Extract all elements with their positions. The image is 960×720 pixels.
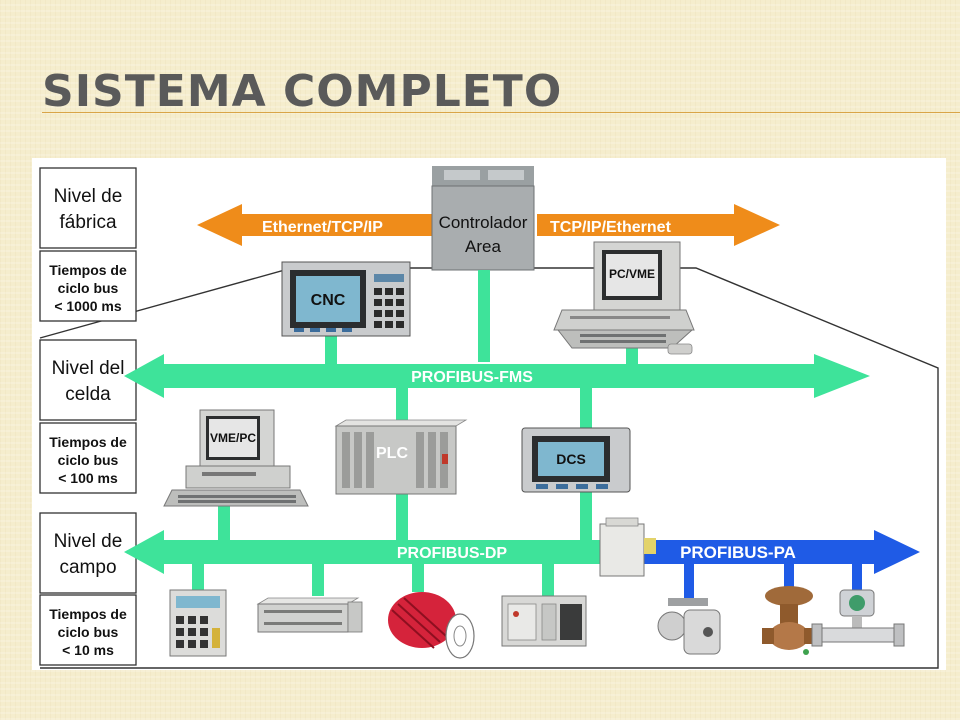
time-celda-1: Tiempos de — [49, 434, 127, 450]
network-diagram: Nivel de fábrica Tiempos de ciclo bus < … — [32, 158, 946, 670]
ethernet-left-label: Ethernet/TCP/IP — [262, 219, 383, 236]
time-celda: Tiempos de ciclo bus < 100 ms — [39, 422, 137, 494]
time-campo-2: ciclo bus — [58, 624, 119, 640]
plc-label: PLC — [376, 445, 408, 462]
time-campo-1: Tiempos de — [49, 606, 127, 622]
vme-pc-label: VME/PC — [210, 431, 256, 445]
operator-panel-device — [169, 589, 227, 657]
bus-drops — [192, 270, 638, 596]
cnc-terminal: CNC — [281, 261, 411, 337]
level-fabrica-name-2: fábrica — [59, 212, 116, 233]
level-campo-name-1: Nivel de — [54, 531, 123, 552]
drive-device — [388, 592, 475, 659]
level-campo: Nivel de campo — [39, 512, 137, 594]
profibus-dp-bus: PROFIBUS-DP — [124, 530, 612, 574]
profibus-pa-bus: PROFIBUS-PA — [640, 530, 920, 574]
io-terminal-device — [256, 597, 363, 633]
slide-title: Sistema completo — [42, 66, 563, 117]
time-fabrica-1: Tiempos de — [49, 262, 127, 278]
area-controller: Controlador Area — [431, 166, 535, 271]
time-campo-3: < 10 ms — [62, 642, 114, 658]
profibus-fms-label: PROFIBUS-FMS — [411, 369, 533, 386]
flow-meter-device — [811, 589, 905, 647]
plc-rack: PLC — [334, 419, 468, 495]
ethernet-right-label: TCP/IP/Ethernet — [550, 219, 672, 236]
time-celda-3: < 100 ms — [58, 470, 118, 486]
cnc-label: CNC — [311, 292, 346, 309]
factory-outline — [39, 267, 939, 669]
time-fabrica-2: ciclo bus — [58, 280, 119, 296]
dcs-console: DCS — [521, 427, 631, 493]
profibus-fms-bus: PROFIBUS-FMS — [124, 354, 870, 398]
time-fabrica: Tiempos de ciclo bus < 1000 ms — [39, 250, 137, 322]
profibus-dp-label: PROFIBUS-DP — [397, 545, 508, 562]
level-celda: Nivel del celda — [39, 339, 137, 421]
time-celda-2: ciclo bus — [58, 452, 119, 468]
level-celda-name-1: Nivel del — [52, 358, 125, 379]
pc-vme-workstation: PC/VME — [553, 241, 695, 355]
time-campo: Tiempos de ciclo bus < 10 ms — [39, 594, 137, 666]
title-rule — [42, 112, 960, 113]
modular-io-device — [501, 595, 587, 647]
pa-drops — [684, 562, 862, 598]
area-controller-label-2: Area — [465, 237, 501, 256]
time-fabrica-3: < 1000 ms — [54, 298, 122, 314]
control-valve-device — [762, 586, 816, 655]
vme-pc-workstation: VME/PC — [163, 409, 309, 507]
profibus-pa-label: PROFIBUS-PA — [680, 543, 796, 562]
pressure-transmitter-device — [657, 598, 721, 655]
level-fabrica-name-1: Nivel de — [54, 186, 123, 207]
dcs-label: DCS — [556, 451, 586, 467]
area-controller-label-1: Controlador — [439, 213, 528, 232]
dp-pa-coupler — [599, 517, 656, 577]
ethernet-bus: Ethernet/TCP/IP TCP/IP/Ethernet — [197, 204, 780, 246]
level-fabrica: Nivel de fábrica — [39, 167, 137, 249]
pc-vme-label: PC/VME — [609, 267, 655, 281]
level-campo-name-2: campo — [59, 557, 116, 578]
level-celda-name-2: celda — [65, 384, 111, 405]
